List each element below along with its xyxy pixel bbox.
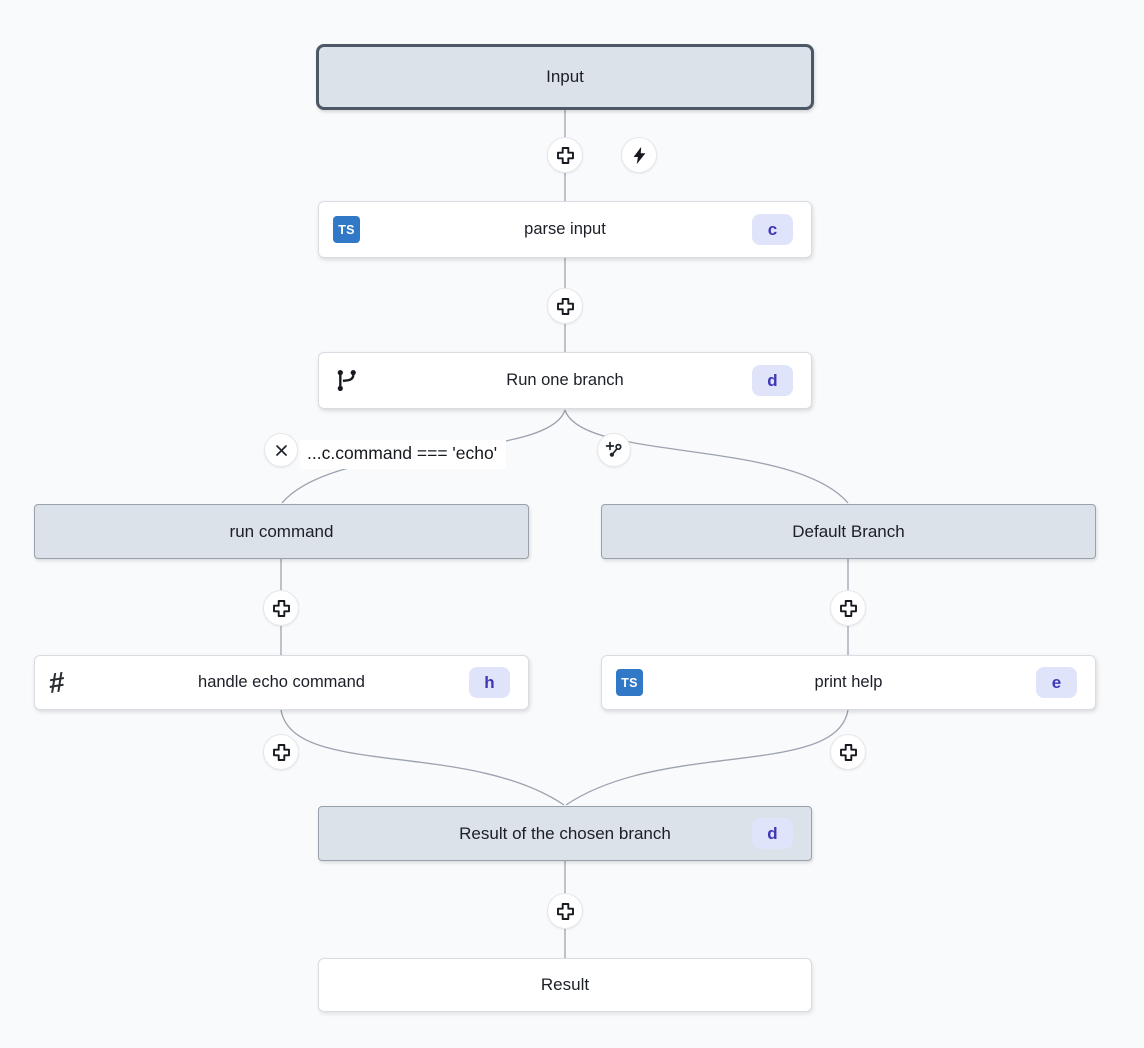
remove-branch-button[interactable] xyxy=(264,433,298,467)
merge-result-label: Result of the chosen branch xyxy=(459,823,671,843)
merge-result-node[interactable]: Result of the chosen branch d xyxy=(318,806,812,861)
result-node-label: Result xyxy=(540,975,590,994)
node-handle-echo-command[interactable]: # handle echo command h xyxy=(34,655,529,710)
insert-step-button[interactable] xyxy=(830,734,866,770)
insert-step-button[interactable] xyxy=(830,590,866,626)
input-node[interactable]: Input xyxy=(316,44,814,110)
node-label: handle echo command xyxy=(198,673,365,691)
step-id-badge: e xyxy=(1036,667,1077,698)
branch-header-label: run command xyxy=(229,521,334,541)
step-id-badge: d xyxy=(752,365,793,396)
step-id-badge: d xyxy=(752,818,793,849)
lightning-bolt-icon xyxy=(633,146,645,164)
node-label: Run one branch xyxy=(506,371,624,389)
plus-icon xyxy=(272,599,290,617)
plus-icon xyxy=(556,902,574,920)
insert-step-button[interactable] xyxy=(263,590,299,626)
branch-header-default[interactable]: Default Branch xyxy=(601,504,1096,559)
node-label: print help xyxy=(814,673,883,691)
add-branch-icon xyxy=(605,441,622,457)
plus-icon xyxy=(556,297,574,315)
trigger-button[interactable] xyxy=(621,137,657,173)
close-icon xyxy=(275,444,287,456)
node-parse-input[interactable]: TS parse input c xyxy=(318,201,812,258)
node-print-help[interactable]: TS print help e xyxy=(601,655,1096,710)
git-branch-icon xyxy=(333,367,360,394)
step-id-badge: h xyxy=(469,667,510,698)
insert-step-button[interactable] xyxy=(547,288,583,324)
branch-condition-label[interactable]: ...c.command === 'echo' xyxy=(300,440,507,469)
branch-header-label: Default Branch xyxy=(792,521,905,541)
typescript-icon: TS xyxy=(333,216,360,243)
branch-header-run-command[interactable]: run command xyxy=(34,504,529,559)
add-branch-button[interactable] xyxy=(597,433,631,467)
hash-icon: # xyxy=(48,665,66,699)
insert-step-button[interactable] xyxy=(547,893,583,929)
input-node-label: Input xyxy=(546,67,584,86)
node-run-one-branch[interactable]: Run one branch d xyxy=(318,352,812,409)
step-id-badge: c xyxy=(752,214,793,245)
node-label: parse input xyxy=(524,220,606,238)
plus-icon xyxy=(839,599,857,617)
insert-step-button[interactable] xyxy=(547,137,583,173)
plus-icon xyxy=(556,146,574,164)
typescript-icon: TS xyxy=(616,669,643,696)
plus-icon xyxy=(839,743,857,761)
plus-icon xyxy=(272,743,290,761)
result-node[interactable]: Result xyxy=(318,958,812,1012)
insert-step-button[interactable] xyxy=(263,734,299,770)
